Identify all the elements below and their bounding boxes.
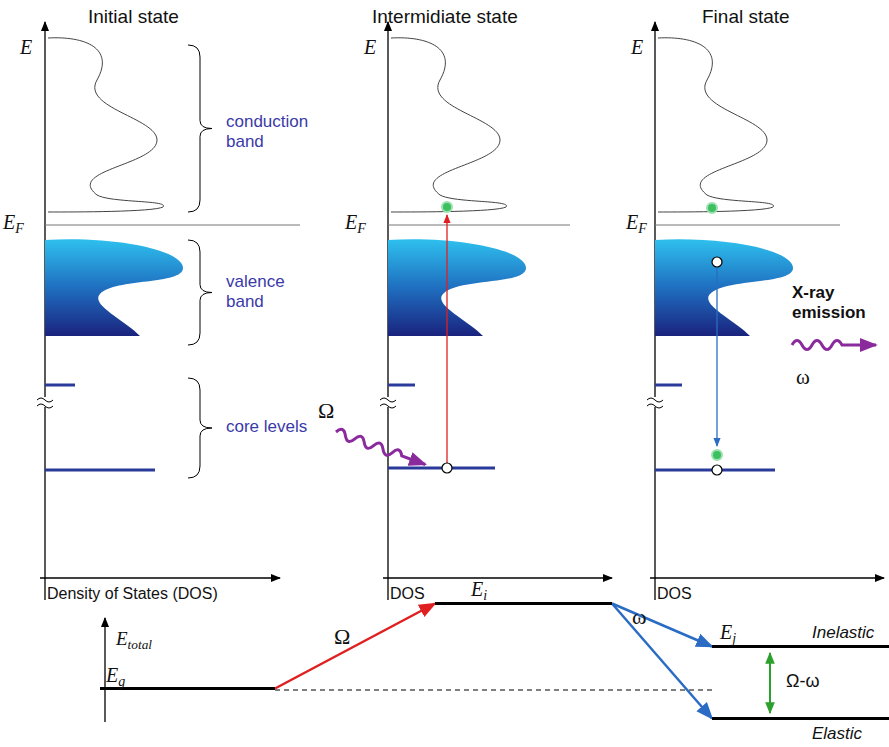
band-label: conduction band: [226, 112, 326, 151]
edge-label: Ω: [334, 624, 350, 650]
level-label: Eg: [106, 664, 125, 690]
panel-title: Intermidiate state: [372, 6, 518, 28]
edge-label: ω: [632, 604, 646, 630]
energy-level: Eg: [100, 664, 275, 690]
panel-title: Final state: [702, 6, 790, 28]
level-label: Ej: [720, 621, 736, 647]
level-label: Inelastic: [812, 623, 874, 643]
photon-label: Ω: [318, 398, 334, 424]
band-label: core levels: [226, 417, 307, 437]
transition-arrow: [275, 604, 435, 689]
axis-label: DOS: [657, 585, 692, 603]
axis-label: Density of States (DOS): [47, 585, 218, 603]
emission-label: X-ray emission: [792, 283, 882, 322]
level-label: Ei: [471, 578, 487, 604]
energy-level: Ej Inelastic: [712, 621, 889, 648]
axis-label: DOS: [390, 585, 425, 603]
energy-level: Ei: [435, 578, 612, 605]
transition-arrow: [612, 604, 712, 647]
fermi-label: EF: [3, 211, 24, 237]
energy-difference: Ω-ω: [786, 671, 820, 692]
axis-label: Etotal: [116, 628, 152, 653]
panel-title: Initial state: [88, 6, 179, 28]
level-label: Elastic: [812, 724, 862, 744]
photon-label: ω: [796, 365, 810, 390]
band-label: valence band: [226, 272, 306, 311]
axis-label: E: [20, 36, 32, 59]
axis-label: E: [631, 36, 643, 59]
energy-level: Elastic: [712, 717, 889, 745]
fermi-label: EF: [345, 211, 366, 237]
transition-arrow: [612, 604, 712, 719]
axis-label: E: [364, 36, 376, 59]
fermi-label: EF: [626, 211, 647, 237]
